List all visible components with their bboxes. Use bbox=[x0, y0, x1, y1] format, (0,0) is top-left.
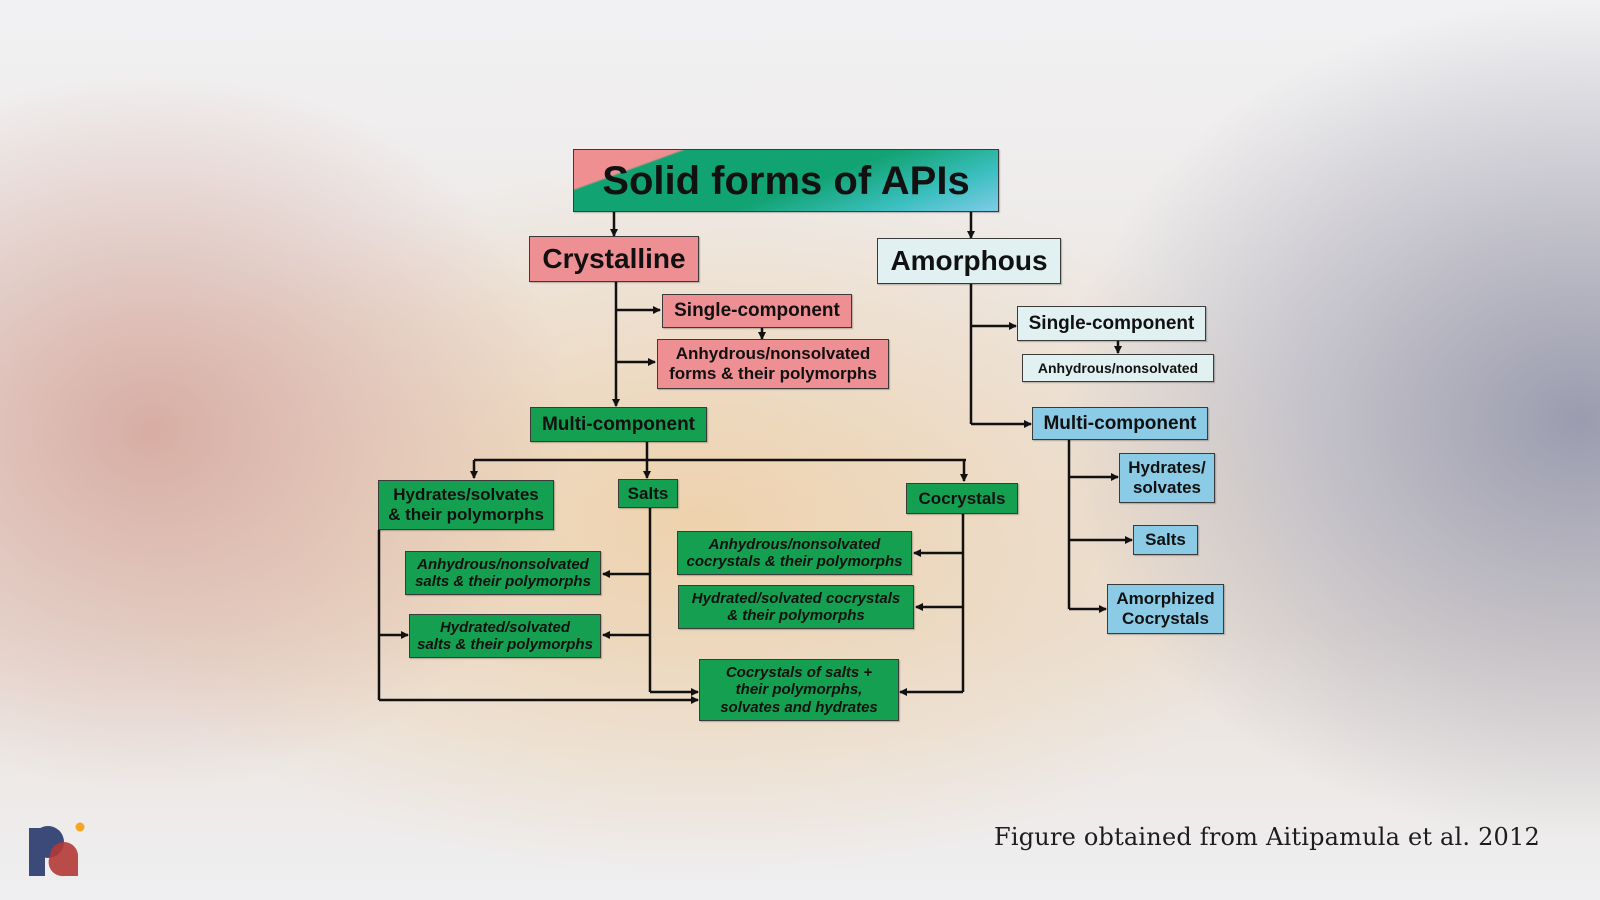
line: Cocrystals of salts + bbox=[725, 664, 873, 682]
line: Hydrates/ bbox=[1128, 458, 1206, 478]
amorphous-salts-box: Salts bbox=[1133, 525, 1198, 555]
amorphous-multi-component-box: Multi-component bbox=[1032, 407, 1208, 440]
line: cocrystals & their polymorphs bbox=[686, 553, 903, 570]
cocrystals-box: Cocrystals bbox=[906, 483, 1018, 514]
amorphous-anhydrous-label: Anhydrous/nonsolvated bbox=[1037, 359, 1199, 376]
line: solvates and hydrates bbox=[720, 698, 878, 716]
amorphous-single-component-label: Single-component bbox=[1028, 312, 1195, 334]
cocrystals-of-salts-box: Cocrystals of salts + their polymorphs, … bbox=[699, 659, 899, 721]
line: Anhydrous/nonsolvated bbox=[708, 535, 881, 553]
amorphized-cocrystals-box: Amorphized Cocrystals bbox=[1107, 584, 1224, 634]
line: Hydrates/solvates bbox=[393, 485, 539, 505]
amorphous-salts-label: Salts bbox=[1145, 530, 1186, 550]
amorphous-hydrates-box: Hydrates/ solvates bbox=[1119, 453, 1215, 503]
crystalline-single-component-box: Single-component bbox=[662, 294, 852, 328]
hydrates-solvates-box: Hydrates/solvates & their polymorphs bbox=[378, 480, 554, 530]
figure-caption: Figure obtained from Aitipamula et al. 2… bbox=[994, 823, 1540, 851]
crystalline-anhydrous-forms-box: Anhydrous/nonsolvated forms & their poly… bbox=[657, 339, 889, 389]
line: & their polymorphs bbox=[388, 505, 544, 524]
salts-label: Salts bbox=[627, 483, 669, 503]
amorphous-label: Amorphous bbox=[890, 244, 1048, 276]
line: salts & their polymorphs bbox=[415, 573, 591, 590]
hydrated-salts-box: Hydrated/solvated salts & their polymorp… bbox=[409, 614, 601, 658]
amorphous-single-component-box: Single-component bbox=[1017, 306, 1206, 341]
line: their polymorphs, bbox=[735, 681, 863, 699]
anhydrous-salts-box: Anhydrous/nonsolvated salts & their poly… bbox=[405, 551, 601, 595]
amorphous-box: Amorphous bbox=[877, 238, 1061, 284]
crystalline-box: Crystalline bbox=[529, 236, 699, 282]
line: Cocrystals bbox=[1122, 609, 1209, 628]
amorphous-anhydrous-box: Anhydrous/nonsolvated bbox=[1022, 354, 1214, 382]
line: Hydrated/solvated cocrystals bbox=[691, 589, 901, 607]
hydrated-cocrystals-box: Hydrated/solvated cocrystals & their pol… bbox=[678, 585, 914, 629]
diagram-title: Solid forms of APIs bbox=[602, 158, 970, 203]
line: forms & their polymorphs bbox=[669, 364, 877, 383]
brand-logo-icon bbox=[29, 822, 85, 877]
line: Amorphized bbox=[1116, 589, 1215, 609]
anhydrous-cocrystals-box: Anhydrous/nonsolvated cocrystals & their… bbox=[677, 531, 912, 575]
line: salts & their polymorphs bbox=[417, 636, 593, 653]
line: & their polymorphs bbox=[727, 607, 865, 624]
line: solvates bbox=[1132, 478, 1202, 497]
crystalline-multi-component-box: Multi-component bbox=[530, 407, 707, 442]
line: Anhydrous/nonsolvated bbox=[417, 555, 589, 573]
line: Hydrated/solvated bbox=[439, 618, 571, 636]
line: Anhydrous/nonsolvated bbox=[675, 344, 871, 364]
crystalline-label: Crystalline bbox=[542, 242, 686, 274]
salts-box: Salts bbox=[618, 479, 678, 508]
amorphous-multi-component-label: Multi-component bbox=[1043, 412, 1197, 434]
crystalline-multi-component-label: Multi-component bbox=[541, 413, 696, 435]
title-box: Solid forms of APIs bbox=[573, 149, 999, 212]
cocrystals-label: Cocrystals bbox=[918, 488, 1006, 508]
crystalline-single-component-label: Single-component bbox=[674, 300, 840, 322]
